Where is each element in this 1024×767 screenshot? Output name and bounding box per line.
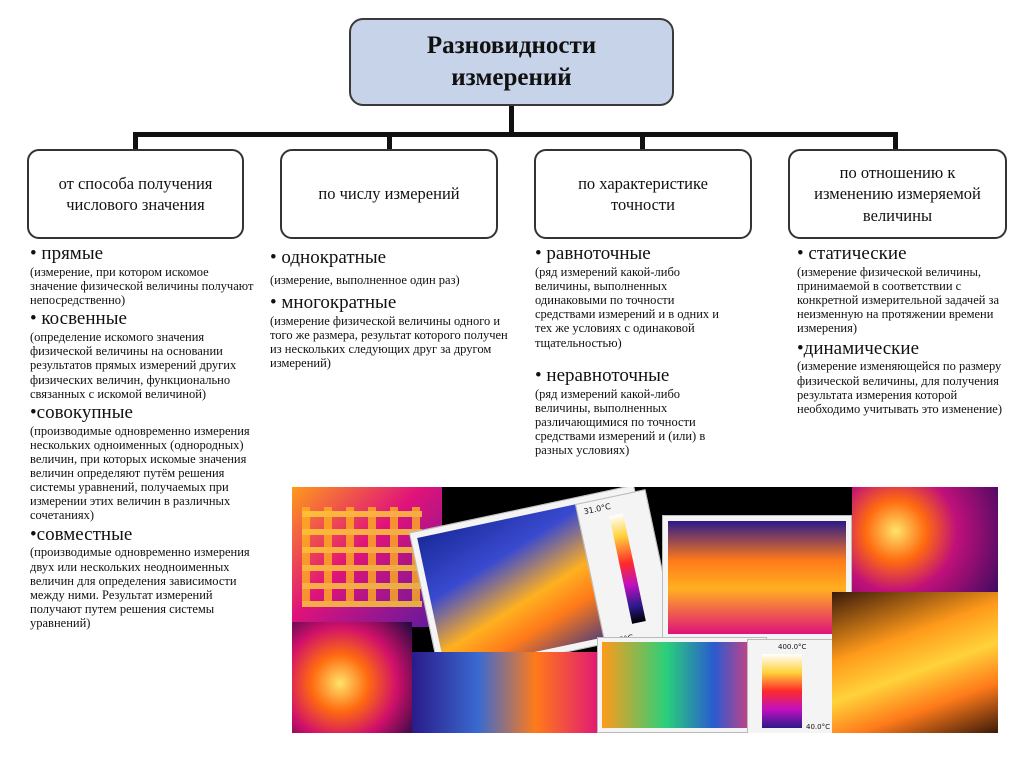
list-item-single: • однократные (измерение, выполненное од… [270, 247, 520, 287]
item-desc: (производимые одновременно измерения дву… [30, 545, 250, 631]
list-item-multiple: • многократные (измерение физической вел… [270, 292, 520, 371]
item-head: •совокупные [30, 401, 133, 423]
item-head: • неравноточные [535, 364, 670, 386]
thermal-scale-2: 400.0°C 40.0°C [747, 639, 839, 733]
list-item-dynamic: •динамические (измерение изменяющейся по… [797, 337, 1007, 416]
diagram-title: Разновидности измерений [349, 18, 674, 106]
connector-drop-3 [640, 132, 645, 150]
column-method: • прямые (измерение, при котором искомое… [30, 243, 256, 631]
list-item-direct: • прямые (измерение, при котором искомое… [30, 243, 256, 308]
thermal-street [412, 652, 602, 733]
category-count-box: по числу измерений [280, 149, 498, 239]
item-head: •совместные [30, 523, 133, 545]
list-item-joint: •совместные (производимые одновременно и… [30, 523, 256, 631]
thermal-building-center [662, 515, 852, 640]
thermal-floor [832, 592, 998, 733]
connector-drop-4 [893, 132, 898, 150]
item-head: • однократные [270, 247, 387, 268]
category-count-label: по числу измерений [318, 184, 460, 204]
column-change: • статические (измерение физической вели… [797, 243, 1007, 416]
connector-drop-1 [133, 132, 138, 150]
item-desc: (измерение, выполненное один раз) [270, 272, 460, 287]
connector-drop-2 [387, 132, 392, 150]
item-desc: (измерение физической величины, принимае… [797, 264, 1000, 336]
category-method-box: от способа получения числового значения [27, 149, 244, 239]
item-desc: (измерение, при котором искомое значение… [30, 264, 254, 308]
item-desc: (производимые одновременно измерения нес… [30, 423, 250, 523]
item-head: •динамические [797, 337, 920, 359]
scale-label-top: 31.0°C [582, 501, 612, 517]
item-head: • многократные [270, 292, 397, 314]
list-item-indirect: • косвенные (определение искомого значен… [30, 308, 256, 401]
column-accuracy: • равноточные (ряд измерений какой-либо … [535, 243, 735, 458]
thermal-collage: 31.0°C 1.5°C 400.0°C 40.0°C [292, 487, 998, 733]
category-accuracy-box: по характеристике точности [534, 149, 752, 239]
list-item-unequal: • неравноточные (ряд измерений какой-либ… [535, 364, 735, 458]
item-desc: (измерение изменяющейся по размеру физич… [797, 359, 1002, 416]
scale-label-bottom: 40.0°C [806, 723, 830, 731]
category-change-box: по отношению к изменению измеряемой вели… [788, 149, 1007, 239]
item-head: • прямые [30, 243, 104, 264]
thermal-animal [292, 622, 412, 733]
list-item-equal: • равноточные (ряд измерений какой-либо … [535, 243, 735, 350]
item-desc: (измерение физической величины одного и … [270, 313, 508, 371]
item-head: • равноточные [535, 243, 651, 264]
column-count: • однократные (измерение, выполненное од… [270, 244, 520, 370]
category-method-label: от способа получения числового значения [58, 173, 213, 214]
item-head: • косвенные [30, 308, 127, 330]
thermal-device [597, 637, 767, 733]
item-desc: (определение искомого значения физическо… [30, 330, 237, 401]
item-desc: (ряд измерений какой-либо величины, выпо… [535, 386, 706, 458]
thermal-pipes [852, 487, 998, 597]
connector-bar [133, 132, 898, 137]
category-change-label: по отношению к изменению измеряемой вели… [814, 162, 981, 225]
list-item-static: • статические (измерение физической вели… [797, 243, 1007, 336]
item-desc: (ряд измерений какой-либо величины, выпо… [535, 264, 719, 350]
item-head: • статические [797, 243, 907, 264]
scale-label-top: 400.0°C [778, 643, 807, 651]
diagram-title-text: Разновидности измерений [426, 31, 597, 92]
list-item-cumulative: •совокупные (производимые одновременно и… [30, 401, 256, 523]
category-accuracy-label: по характеристике точности [578, 173, 708, 214]
connector-trunk [509, 106, 514, 134]
